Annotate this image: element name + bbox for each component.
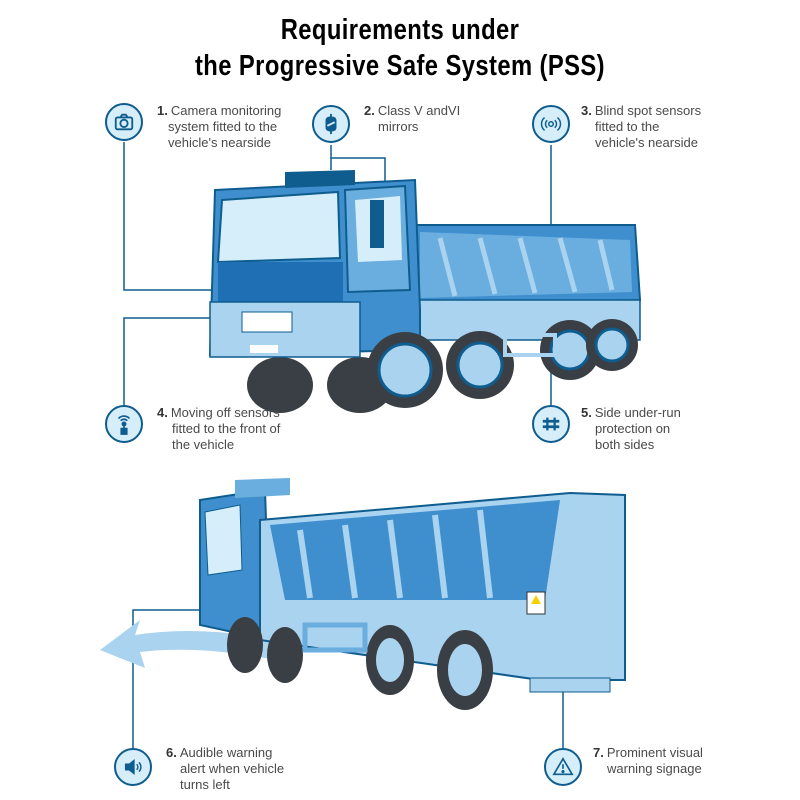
item-text: vehicle's nearside — [595, 135, 698, 150]
item-text: fitted to the — [595, 119, 660, 134]
under-run-guard-icon — [532, 405, 570, 443]
proximity-sensor-icon — [105, 405, 143, 443]
left-turn-arrow — [100, 620, 275, 668]
item-text: Side under-run — [594, 405, 681, 420]
item-3-label: 3.Blind spot sensors fitted to the vehic… — [581, 103, 701, 151]
item-text: vehicle's nearside — [168, 135, 271, 150]
item-text: Class V andVI — [377, 103, 461, 118]
item-number: 1. — [157, 103, 168, 118]
item-text: Prominent visual — [606, 745, 703, 760]
item-number: 3. — [581, 103, 592, 118]
mirror-icon — [312, 105, 350, 143]
item-text: alert when vehicle — [180, 761, 285, 776]
title-line-2: the Progressive Safe System (PSS) — [194, 50, 606, 82]
speaker-icon — [114, 748, 152, 786]
item-text: system fitted to the — [168, 119, 278, 134]
item-text: mirrors — [378, 119, 419, 134]
item-text: protection on — [595, 421, 671, 436]
item-number: 6. — [166, 745, 177, 760]
item-1-label: 1.Camera monitoring system fitted to the… — [157, 103, 281, 151]
item-number: 5. — [581, 405, 592, 420]
item-text: the vehicle — [172, 437, 235, 452]
camera-icon — [105, 103, 143, 141]
item-7-label: 7.Prominent visual warning signage — [593, 745, 703, 777]
sensor-waves-icon — [532, 105, 570, 143]
item-number: 2. — [364, 103, 375, 118]
item-2-label: 2.Class V andVI mirrors — [364, 103, 460, 135]
bottom-truck — [199, 478, 626, 710]
item-number: 7. — [593, 745, 604, 760]
item-text: Audible warning — [179, 745, 273, 760]
item-text: both sides — [595, 437, 655, 452]
item-4-label: 4.Moving off sensors fitted to the front… — [157, 405, 280, 453]
warning-triangle-icon — [544, 748, 582, 786]
item-text: fitted to the front of — [172, 421, 281, 436]
top-truck — [208, 170, 642, 413]
item-number: 4. — [157, 405, 168, 420]
title-line-1: Requirements under — [280, 14, 520, 46]
item-text: Blind spot sensors — [594, 103, 702, 118]
item-text: Camera monitoring — [170, 103, 282, 118]
item-5-label: 5.Side under-run protection on both side… — [581, 405, 681, 453]
item-text: turns left — [180, 777, 230, 792]
item-text: Moving off sensors — [170, 405, 280, 420]
item-6-label: 6.Audible warning alert when vehicle tur… — [166, 745, 284, 793]
item-text: warning signage — [607, 761, 702, 776]
